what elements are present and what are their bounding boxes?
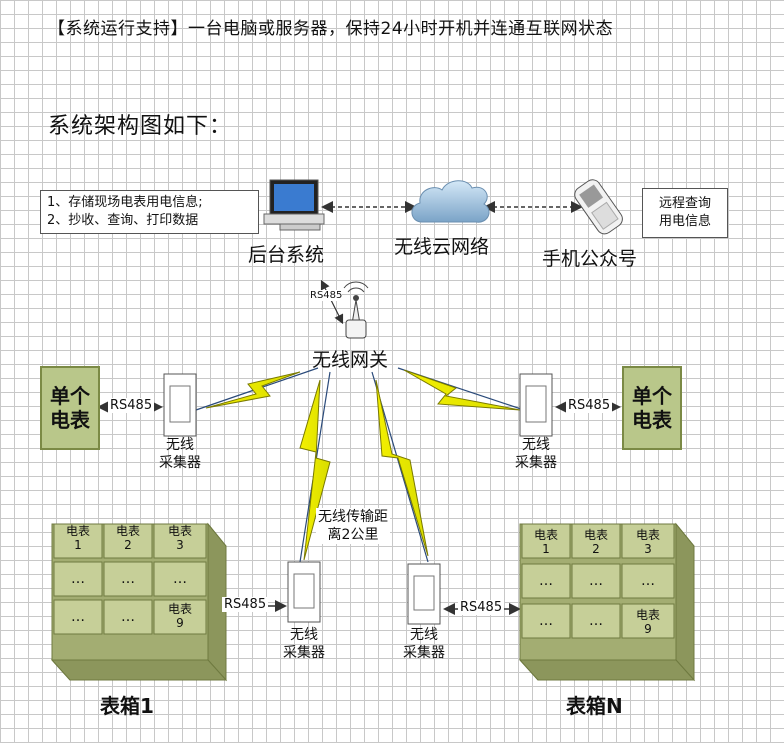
- rs485-label-cabinet-1: RS485: [222, 597, 269, 612]
- backend-note-box: 1、存储现场电表用电信息; 2、抄收、查询、打印数据: [40, 190, 259, 234]
- cabinet-1-dots-3: …: [173, 571, 187, 587]
- rs485-label-left: RS485: [108, 398, 155, 413]
- rs485-label-right: RS485: [566, 398, 613, 413]
- cabinet-n-dots-3: …: [641, 573, 655, 589]
- phone-note-line-1: 远程查询: [658, 196, 711, 211]
- collector-label-right-top: 无线采集器: [515, 437, 557, 471]
- meter-cabinet-1: [50, 522, 228, 682]
- collector-device-right-top: [519, 373, 553, 437]
- wireless-bolt-right: [403, 369, 521, 411]
- gateway-antenna-icon: [343, 281, 369, 339]
- backend-label: 后台系统: [248, 244, 325, 266]
- cabinet-n-title: 表箱N: [566, 694, 623, 718]
- meter-cabinet-n: [518, 522, 696, 682]
- rs485-label-cabinet-n: RS485: [458, 600, 505, 615]
- wireless-bolt-left: [205, 371, 301, 409]
- cabinet-1-dots-1: …: [71, 571, 85, 587]
- wireless-bolt-center-right: [375, 379, 429, 557]
- collector-device-left-bottom: [287, 561, 321, 623]
- phone-note-box: 远程查询 用电信息: [642, 188, 728, 238]
- phone-label: 手机公众号: [542, 248, 638, 270]
- backend-note-line-1: 1、存储现场电表用电信息;: [47, 195, 203, 210]
- collector-label-left-top: 无线采集器: [159, 437, 201, 471]
- gateway-label: 无线网关: [312, 349, 389, 371]
- cabinet-1-dots-5: …: [121, 609, 135, 625]
- diagram-subtitle: 系统架构图如下：: [48, 114, 233, 139]
- collector-label-left-bottom: 无线采集器: [283, 627, 325, 661]
- collector-device-left-top: [163, 373, 197, 437]
- cabinet-1-title: 表箱1: [100, 694, 154, 718]
- wireless-bolt-center-left: [299, 379, 331, 561]
- gateway-link-label: RS485: [310, 290, 343, 301]
- single-meter-left: 单个电表: [40, 366, 100, 450]
- phone-icon: [574, 179, 623, 235]
- single-meter-left-line-1: 单个: [50, 384, 90, 408]
- backend-note-line-2: 2、抄收、查询、打印数据: [47, 213, 199, 228]
- single-meter-left-line-2: 电表: [50, 408, 90, 432]
- phone-note-line-2: 用电信息: [658, 214, 711, 229]
- single-meter-right-line-2: 电表: [632, 408, 672, 432]
- collector-device-right-bottom: [407, 563, 441, 625]
- cabinet-n-dots-2: …: [589, 573, 603, 589]
- cabinet-1-dots-2: …: [121, 571, 135, 587]
- collector-label-right-bottom: 无线采集器: [403, 627, 445, 661]
- link-backend-gateway: [320, 279, 344, 325]
- cabinet-n-dots-4: …: [539, 613, 553, 629]
- cloud-label: 无线云网络: [394, 236, 490, 258]
- cloud-icon: [411, 180, 490, 223]
- computer-icon: [263, 179, 325, 231]
- single-meter-right-line-1: 单个: [632, 384, 672, 408]
- cabinet-n-dots-1: …: [539, 573, 553, 589]
- page-header: 【系统运行支持】一台电脑或服务器，保持24小时开机并连通互联网状态: [48, 19, 614, 39]
- range-note: 无线传输距离2公里: [316, 508, 390, 544]
- cabinet-n-dots-5: …: [589, 613, 603, 629]
- cabinet-1-dots-4: …: [71, 609, 85, 625]
- single-meter-right: 单个电表: [622, 366, 682, 450]
